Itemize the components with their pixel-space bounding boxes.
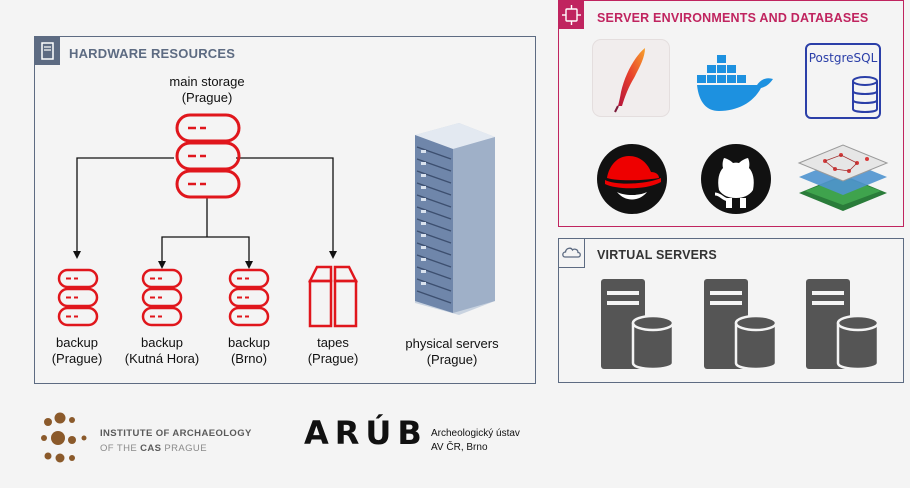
postgresql-icon: PostgreSQL	[805, 43, 881, 119]
main-storage-location: (Prague)	[181, 90, 233, 105]
arub-logo-mark: ARÚB	[304, 414, 428, 452]
server-rack-icon	[35, 37, 60, 65]
arub-logo-line1: Archeologický ústav	[431, 428, 520, 439]
storage-connectors	[73, 157, 337, 269]
virtual-server-2-icon	[704, 279, 778, 371]
virtual-server-1-icon	[601, 279, 675, 371]
iacas-logo-line1: INSTITUTE OF ARCHAEOLOGY	[100, 428, 252, 439]
virtual-servers-title: VIRTUAL SERVERS	[597, 248, 717, 262]
backup-kutna-hora-name: backup	[141, 335, 183, 350]
backup-brno-name: backup	[228, 335, 270, 350]
main-storage-name: main storage	[169, 74, 245, 89]
backup-kutna-hora-database-icon	[141, 268, 183, 327]
tapes-icon	[307, 265, 359, 328]
environment-network-icon	[559, 1, 584, 29]
postgresql-label: PostgreSQL	[808, 51, 878, 65]
iacas-logo-line2-pre: OF THE	[100, 443, 141, 454]
tapes-location: (Prague)	[307, 351, 359, 366]
main-storage-database-icon	[175, 113, 241, 199]
gis-layers-icon	[797, 144, 889, 211]
virtual-servers-panel: VIRTUAL SERVERS	[558, 238, 904, 383]
backup-prague-location: (Prague)	[51, 351, 103, 366]
github-icon	[701, 144, 771, 214]
backup-kutna-hora-location: (Kutná Hora)	[124, 351, 200, 366]
server-environments-panel: SERVER ENVIRONMENTS AND DATABASES Postgr…	[558, 0, 904, 227]
physical-servers-name: physical servers	[405, 336, 499, 351]
virtual-server-3-icon	[806, 279, 880, 371]
physical-servers-location: (Prague)	[426, 352, 478, 367]
arub-logo-line2: AV ČR, Brno	[431, 442, 488, 453]
cloud-icon	[559, 239, 585, 268]
iacas-logo-line2-post: PRAGUE	[161, 443, 207, 454]
iacas-logo-icon	[41, 412, 87, 463]
iacas-logo-line2-bold: CAS	[140, 443, 162, 454]
physical-servers-rack-icon	[415, 123, 495, 315]
server-environments-title: SERVER ENVIRONMENTS AND DATABASES	[597, 11, 869, 25]
tapes-name: tapes	[317, 335, 349, 350]
backup-brno-database-icon	[228, 268, 270, 327]
hardware-resources-panel: HARDWARE RESOURCES main storage (Prague)	[34, 36, 536, 384]
docker-icon	[697, 55, 773, 111]
backup-prague-name: backup	[56, 335, 98, 350]
iacas-logo-line2: OF THE CAS PRAGUE	[100, 443, 207, 454]
apache-feather-icon	[593, 40, 669, 116]
backup-prague-database-icon	[57, 268, 99, 327]
hardware-resources-title: HARDWARE RESOURCES	[69, 46, 236, 61]
backup-brno-location: (Brno)	[230, 351, 268, 366]
redhat-icon	[597, 144, 667, 214]
